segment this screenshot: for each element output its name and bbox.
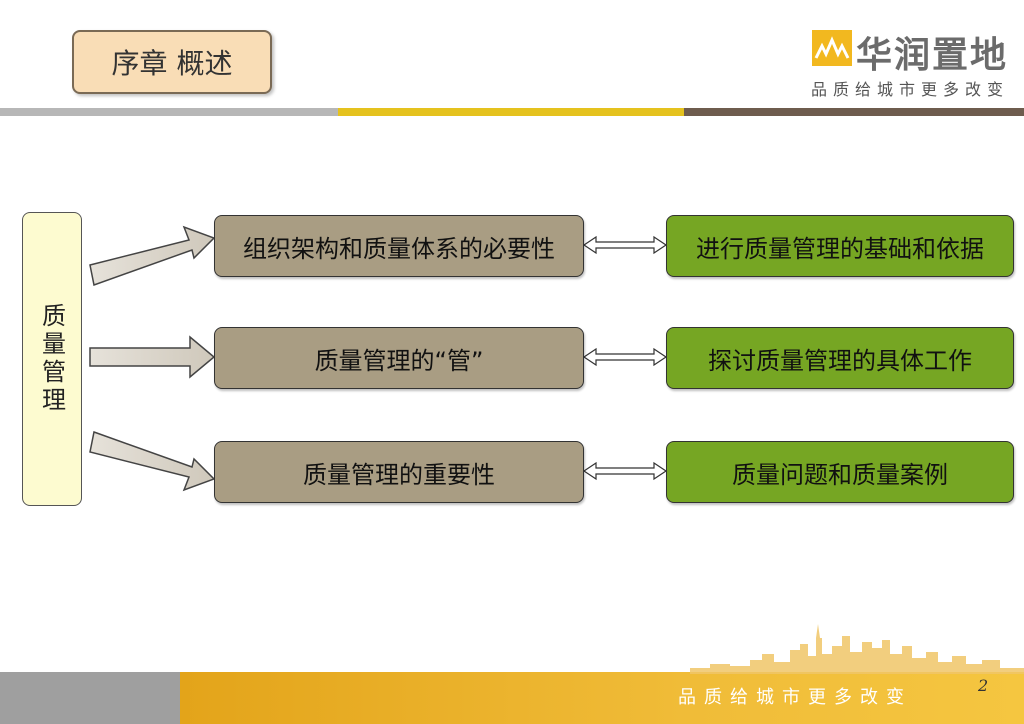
arrow-to-row-3	[89, 431, 216, 492]
arrow-to-row-2	[89, 335, 216, 379]
middle-box-3-text: 质量管理的重要性	[303, 460, 495, 489]
double-arrow-row-3	[582, 461, 668, 481]
logo-icon	[812, 30, 852, 66]
slide-title: 序章 概述	[72, 30, 272, 94]
right-box-1-text: 进行质量管理的基础和依据	[696, 234, 984, 263]
middle-box-1-text: 组织架构和质量体系的必要性	[243, 234, 555, 263]
side-label: 质量管理	[37, 303, 66, 415]
skyline-graphic	[690, 624, 1024, 674]
footer-slogan: 品质给城市更多改变	[678, 687, 912, 708]
right-box-1: 进行质量管理的基础和依据	[666, 215, 1014, 277]
double-arrow-row-1	[582, 235, 668, 255]
page-number: 2	[978, 676, 989, 695]
header-band-gray	[0, 108, 338, 116]
header-slogan: 品质给城市更多改变	[811, 80, 1010, 99]
footer-gray-band	[0, 672, 180, 724]
right-box-2-text: 探讨质量管理的具体工作	[708, 346, 972, 375]
right-box-2: 探讨质量管理的具体工作	[666, 327, 1014, 389]
arrow-to-row-1	[89, 225, 216, 286]
slide-title-text: 序章 概述	[111, 47, 233, 80]
right-box-3-text: 质量问题和质量案例	[732, 460, 948, 489]
middle-box-3: 质量管理的重要性	[214, 441, 584, 503]
middle-box-1: 组织架构和质量体系的必要性	[214, 215, 584, 277]
footer-gold-band	[180, 672, 1024, 724]
logo-text: 华润置地	[856, 35, 1009, 76]
header-band-gold	[338, 108, 684, 116]
double-arrow-row-2	[582, 347, 668, 367]
right-box-3: 质量问题和质量案例	[666, 441, 1014, 503]
side-box: 质量管理	[22, 212, 82, 506]
middle-box-2-text: 质量管理的“管”	[314, 346, 484, 375]
middle-box-2: 质量管理的“管”	[214, 327, 584, 389]
header-band-brown	[684, 108, 1024, 116]
